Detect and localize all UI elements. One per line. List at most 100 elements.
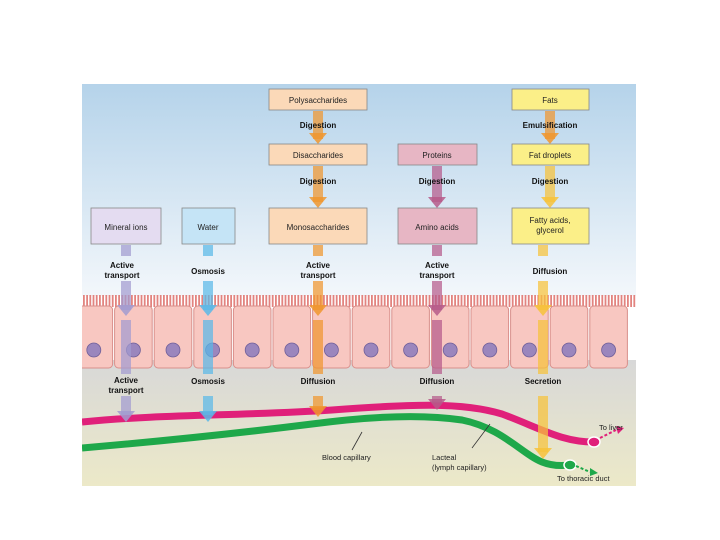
- microvillus: [92, 295, 95, 307]
- microvillus: [399, 295, 402, 307]
- microvillus: [380, 295, 383, 307]
- epithelial-cell: [82, 305, 114, 369]
- microvillus: [623, 295, 626, 307]
- digestion-label-2: Digestion: [300, 177, 337, 186]
- microvillus: [387, 295, 389, 307]
- microvillus: [255, 295, 258, 307]
- microvillus: [559, 295, 562, 307]
- active-transport-label-2a: Active: [306, 261, 331, 270]
- cell-nucleus: [482, 342, 498, 358]
- microvillus: [230, 295, 232, 307]
- microvillus: [486, 295, 488, 307]
- blood-capillary-label: Blood capillary: [322, 453, 371, 462]
- microvillus: [246, 295, 248, 307]
- cell-nucleus: [284, 342, 300, 358]
- digestion-arrow-1: [313, 111, 323, 139]
- cell-nucleus: [86, 342, 102, 358]
- microvillus: [329, 295, 332, 307]
- microvillus: [633, 295, 636, 307]
- epithelial-cell: [232, 305, 272, 369]
- microvillus: [492, 295, 495, 307]
- transport-arrowhead-lower: [309, 406, 327, 417]
- box-fats: Fats: [511, 88, 590, 111]
- osmosis-label-2: Osmosis: [191, 377, 225, 386]
- microvillus: [470, 295, 472, 307]
- microvillus: [383, 295, 386, 307]
- digestion-label-4: Digestion: [532, 177, 569, 186]
- microvillus: [191, 295, 194, 307]
- transport-arrows: [117, 111, 559, 459]
- active-transport-label-2b: transport: [300, 271, 335, 280]
- microvillus: [310, 295, 312, 307]
- microvillus: [521, 295, 524, 307]
- microvillus: [595, 295, 597, 307]
- transport-arrow-cell: [203, 320, 213, 374]
- microvillus: [463, 295, 466, 307]
- microvillus: [553, 295, 556, 307]
- microvillus: [489, 295, 492, 307]
- diffusion-label-1: Diffusion: [533, 267, 568, 276]
- transport-arrowhead-lower: [117, 411, 135, 422]
- cell-nucleus: [323, 342, 339, 358]
- microvillus: [243, 295, 245, 307]
- microvillus: [294, 295, 296, 307]
- microvillus: [569, 295, 572, 307]
- microvillus: [163, 295, 165, 307]
- microvillus: [307, 295, 309, 307]
- microvillus: [611, 295, 613, 307]
- microvillus: [364, 295, 367, 307]
- microvillus: [556, 295, 559, 307]
- disaccharides-label: Disaccharides: [293, 151, 343, 160]
- microvillus: [201, 295, 204, 307]
- microvillus: [604, 295, 607, 307]
- microvillus: [476, 295, 479, 307]
- microvillus: [371, 295, 373, 307]
- microvillus: [415, 295, 418, 307]
- microvillus: [198, 295, 200, 307]
- active-transport-label-3b: transport: [419, 271, 454, 280]
- microvillus: [406, 295, 408, 307]
- active-transport-label-1b: transport: [104, 271, 139, 280]
- cell-nucleus: [521, 342, 537, 358]
- microvillus: [179, 295, 181, 307]
- box-proteins: Proteins: [397, 143, 478, 166]
- microvillus: [460, 295, 463, 307]
- emulsification-arrow: [545, 111, 555, 139]
- microvillus: [159, 295, 162, 307]
- transport-arrow-cell: [432, 320, 442, 374]
- transport-arrow-lower: [538, 396, 548, 452]
- microvillus: [111, 295, 114, 307]
- microvillus: [233, 295, 236, 307]
- to-thoracic-duct-label: To thoracic duct: [557, 474, 610, 483]
- microvillus: [422, 295, 424, 307]
- fats-label: Fats: [542, 96, 558, 105]
- microvillus: [220, 295, 223, 307]
- blood-capillary-end: [587, 436, 601, 448]
- microvillus: [531, 295, 533, 307]
- cell-nucleus: [601, 342, 616, 358]
- microvillus: [239, 295, 242, 307]
- microvillus: [147, 295, 149, 307]
- microvillus: [89, 295, 92, 307]
- box-fatty-acids: Fatty acids, glycerol: [511, 207, 590, 245]
- mineral-ions-label: Mineral ions: [104, 223, 147, 232]
- polysaccharides-label: Polysaccharides: [289, 96, 347, 105]
- diffusion-label-2: Diffusion: [301, 377, 336, 386]
- microvillus: [598, 295, 600, 307]
- microvillus: [185, 295, 188, 307]
- transport-arrow-upper: [432, 281, 442, 310]
- microvillus: [281, 295, 284, 307]
- fat-droplets-label: Fat droplets: [529, 151, 571, 160]
- epithelial-cell: [470, 305, 510, 369]
- transport-arrow-lower: [203, 396, 213, 415]
- water-label: Water: [197, 223, 218, 232]
- cell-nucleus: [244, 342, 260, 358]
- transport-arrowhead-lower: [534, 448, 552, 459]
- microvillus: [143, 295, 146, 307]
- active-transport-label-4a: Active: [114, 376, 139, 385]
- microvillus: [169, 295, 172, 307]
- microvillus: [425, 295, 428, 307]
- microvillus: [617, 295, 620, 307]
- microvillus: [527, 295, 530, 307]
- microvillus: [332, 295, 335, 307]
